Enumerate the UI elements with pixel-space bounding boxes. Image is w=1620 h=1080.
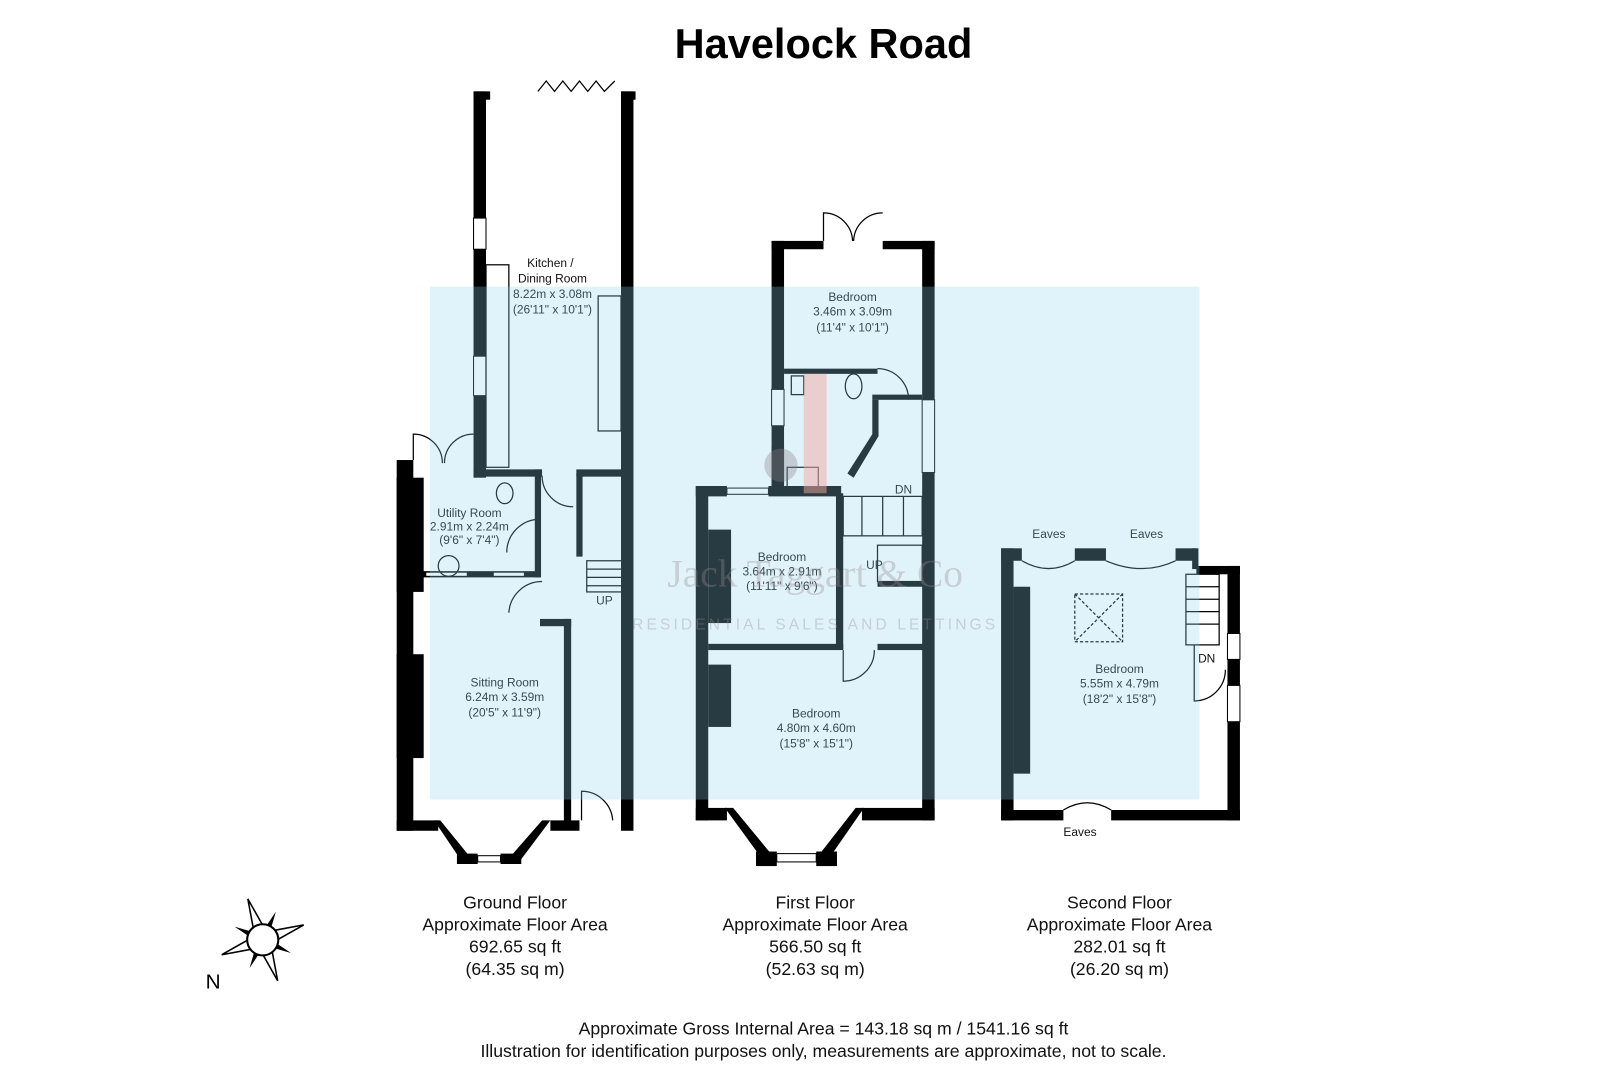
sitting-metric: 6.24m x 3.59m — [465, 690, 544, 704]
floor-sqm: (52.63 sq m) — [766, 959, 865, 979]
bedroom-loft-imperial: (18'2" x 15'8") — [1083, 692, 1156, 706]
page-title: Havelock Road — [675, 20, 973, 67]
watermark: Jack Taggart & Co RESIDENTIAL SALES AND … — [632, 448, 998, 633]
floor-sqft: 566.50 sq ft — [769, 936, 861, 956]
bedroom-front-metric: 4.80m x 4.60m — [777, 721, 856, 735]
first-floor-plan: Bedroom 3.46m x 3.09m (11'4" x 10'1") Be… — [695, 212, 936, 867]
second-floor-caption: Second Floor Approximate Floor Area 282.… — [1027, 893, 1213, 979]
bedroom-middle-label: Bedroom — [758, 550, 806, 564]
bedroom-front-imperial: (15'8" x 15'1") — [780, 737, 853, 751]
floor-caption: Approximate Floor Area — [723, 914, 909, 934]
bedroom-middle-metric: 3.64m x 2.91m — [742, 564, 821, 578]
sitting-label: Sitting Room — [471, 675, 539, 689]
floor-sqm: (64.35 sq m) — [466, 959, 565, 979]
ground-floor-plan: Kitchen / Dining Room 8.22m x 3.08m (26'… — [396, 80, 636, 864]
floor-sqm: (26.20 sq m) — [1070, 959, 1169, 979]
bedroom-front-label: Bedroom — [792, 707, 840, 721]
bedroom-rear-imperial: (11'4" x 10'1") — [816, 320, 889, 334]
watermark-tagline: RESIDENTIAL SALES AND LETTINGS — [632, 616, 998, 633]
utility-metric: 2.91m x 2.24m — [430, 520, 509, 534]
highlight-overlay — [429, 286, 1200, 800]
first-floor-caption: First Floor Approximate Floor Area 566.5… — [723, 893, 909, 979]
floor-caption: Approximate Floor Area — [1027, 914, 1213, 934]
bedroom-rear-metric: 3.46m x 3.09m — [813, 305, 892, 319]
sitting-imperial: (20'5" x 11'9") — [468, 706, 541, 720]
kitchen-imperial: (26'11" x 10'1") — [513, 303, 592, 317]
bedroom-middle-imperial: (11'11" x 9'6") — [746, 579, 818, 593]
eaves-label: Eaves — [1032, 527, 1065, 541]
watermark-name: Jack Taggart & Co — [667, 552, 963, 596]
second-floor-plan: Eaves Eaves Eaves DN Bedroom 5.55m x 4.7… — [1001, 527, 1241, 839]
stair-dn-label: DN — [895, 482, 912, 496]
kitchen-metric: 8.22m x 3.08m — [513, 287, 592, 301]
eaves-label: Eaves — [1063, 825, 1096, 839]
floor-name: First Floor — [775, 893, 855, 913]
stair-up-label: UP — [866, 558, 883, 572]
bedroom-rear-label: Bedroom — [828, 290, 876, 304]
floor-name: Second Floor — [1067, 893, 1172, 913]
utility-imperial: (9'6" x 7'4") — [439, 533, 499, 547]
kitchen-label-2: Dining Room — [518, 271, 587, 285]
floor-caption: Approximate Floor Area — [422, 914, 608, 934]
floor-sqft: 282.01 sq ft — [1073, 936, 1165, 956]
compass-north-label: N — [206, 971, 221, 994]
bedroom-loft-metric: 5.55m x 4.79m — [1080, 676, 1159, 690]
floor-name: Ground Floor — [463, 893, 567, 913]
floor-sqft: 692.65 sq ft — [469, 936, 561, 956]
ground-floor-caption: Ground Floor Approximate Floor Area 692.… — [422, 893, 608, 979]
disclaimer: Illustration for identification purposes… — [480, 1041, 1166, 1061]
bedroom-loft-label: Bedroom — [1095, 662, 1143, 676]
stair-dn-label: DN — [1198, 652, 1215, 666]
gross-area: Approximate Gross Internal Area = 143.18… — [579, 1018, 1069, 1038]
stair-up-label: UP — [596, 593, 613, 607]
eaves-label: Eaves — [1130, 527, 1163, 541]
compass-icon — [221, 898, 305, 982]
utility-label: Utility Room — [437, 506, 501, 520]
bath-highlight — [803, 373, 827, 494]
kitchen-label: Kitchen / — [527, 256, 574, 270]
